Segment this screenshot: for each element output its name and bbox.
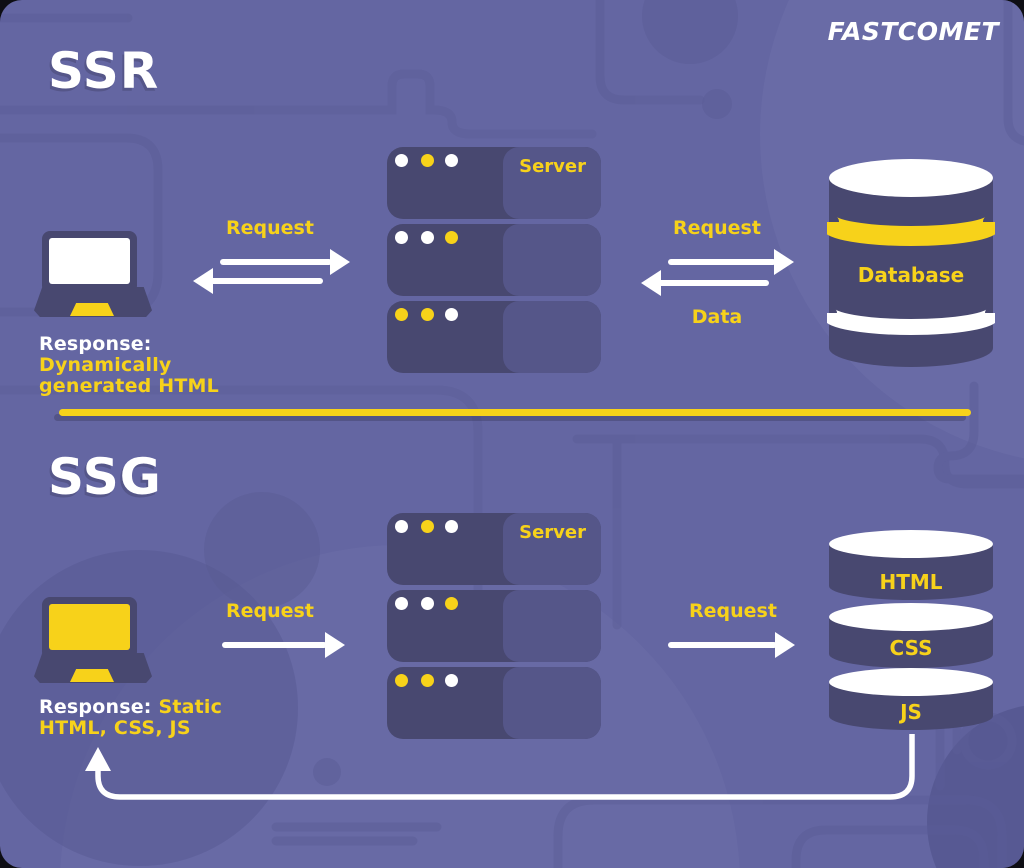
- ssr-data-label: Data: [691, 306, 743, 328]
- server-led: [421, 597, 434, 610]
- response-label: Response:: [39, 696, 152, 718]
- server-panel: [503, 224, 601, 296]
- ssr-section-title: SSR: [48, 42, 160, 100]
- ssg-server-request-label: Request: [689, 600, 777, 622]
- section-divider: [59, 409, 971, 416]
- laptop-touchpad: [70, 669, 114, 682]
- database-icon: Database: [827, 159, 995, 367]
- database-label: Database: [858, 263, 964, 287]
- response-value: Static HTML, CSS, JS: [39, 696, 223, 739]
- laptop-icon-ssr: [34, 230, 152, 318]
- server-led: [445, 674, 458, 687]
- server-led: [445, 231, 458, 244]
- server-label: Server: [519, 522, 586, 543]
- server-led: [395, 308, 408, 321]
- laptop-display: [49, 604, 130, 650]
- server-panel: [503, 513, 601, 585]
- server-led: [421, 231, 434, 244]
- server-rack-unit: [387, 224, 601, 296]
- server-led: [395, 154, 408, 167]
- laptop-screen: [42, 597, 137, 654]
- server-led: [395, 674, 408, 687]
- server-rack-unit: Server: [387, 147, 601, 219]
- storage-label-html: HTML: [879, 570, 942, 594]
- storage-stack-icon: HTML CSS JS: [829, 530, 993, 730]
- server-led: [421, 154, 434, 167]
- ssr-client-request-label: Request: [226, 217, 314, 239]
- server-icon-ssr: Server: [387, 147, 601, 378]
- ssg-client-request-label: Request: [226, 600, 314, 622]
- server-led: [445, 154, 458, 167]
- laptop-display: [49, 238, 130, 284]
- response-value: Dynamically generated HTML: [39, 354, 219, 397]
- server-led: [445, 597, 458, 610]
- ssr-response-text: Response: Dynamically generated HTML: [39, 334, 287, 397]
- server-rack-unit: [387, 667, 601, 739]
- ssr-server-request-label: Request: [673, 217, 761, 239]
- server-rack-unit: [387, 301, 601, 373]
- server-panel: [503, 667, 601, 739]
- brand-logo: FASTCOMET: [827, 17, 999, 46]
- server-led: [421, 308, 434, 321]
- server-panel: [503, 147, 601, 219]
- server-led: [395, 597, 408, 610]
- server-led: [445, 308, 458, 321]
- server-led: [421, 674, 434, 687]
- laptop-icon-ssg: [34, 596, 152, 684]
- laptop-screen: [42, 231, 137, 288]
- server-label: Server: [519, 156, 586, 177]
- server-panel: [503, 590, 601, 662]
- server-panel: [503, 301, 601, 373]
- storage-label-js: JS: [898, 700, 922, 724]
- storage-label-css: CSS: [890, 636, 933, 660]
- server-icon-ssg: Server: [387, 513, 601, 744]
- server-led: [421, 520, 434, 533]
- server-led: [395, 231, 408, 244]
- laptop-touchpad: [70, 303, 114, 316]
- ssg-response-text: Response: Static HTML, CSS, JS: [39, 697, 287, 739]
- server-led: [395, 520, 408, 533]
- response-label: Response:: [39, 333, 152, 355]
- ssg-section-title: SSG: [48, 448, 162, 506]
- server-rack-unit: Server: [387, 513, 601, 585]
- server-led: [445, 520, 458, 533]
- server-rack-unit: [387, 590, 601, 662]
